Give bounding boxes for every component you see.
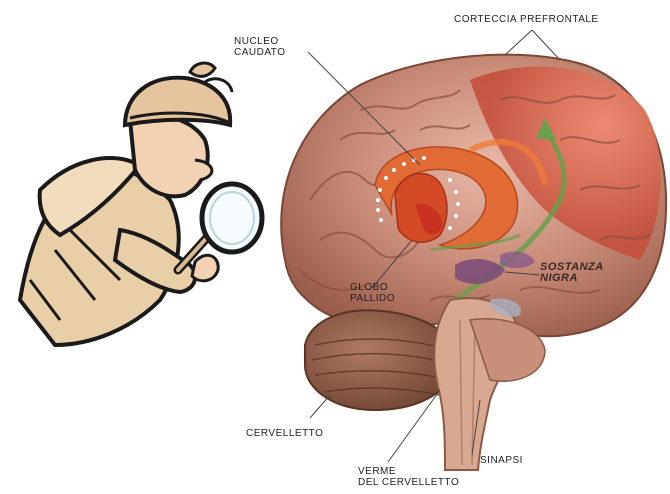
label-corteccia-prefrontale: CORTECCIA PREFRONTALE xyxy=(454,14,599,25)
label-sostanza-nigra: SOSTANZA NIGRA xyxy=(540,262,604,284)
label-verme-del-cervelletto: VERME DEL CERVELLETTO xyxy=(358,466,459,488)
label-cervelletto: CERVELLETTO xyxy=(246,428,323,439)
label-globo-pallido: GLOBO PALLIDO xyxy=(350,282,395,304)
label-sinapsi: SINAPSI xyxy=(480,455,523,466)
detective-icon xyxy=(20,63,262,345)
brain-icon xyxy=(281,55,666,470)
label-nucleo-caudato: NUCLEO CAUDATO xyxy=(234,36,285,58)
